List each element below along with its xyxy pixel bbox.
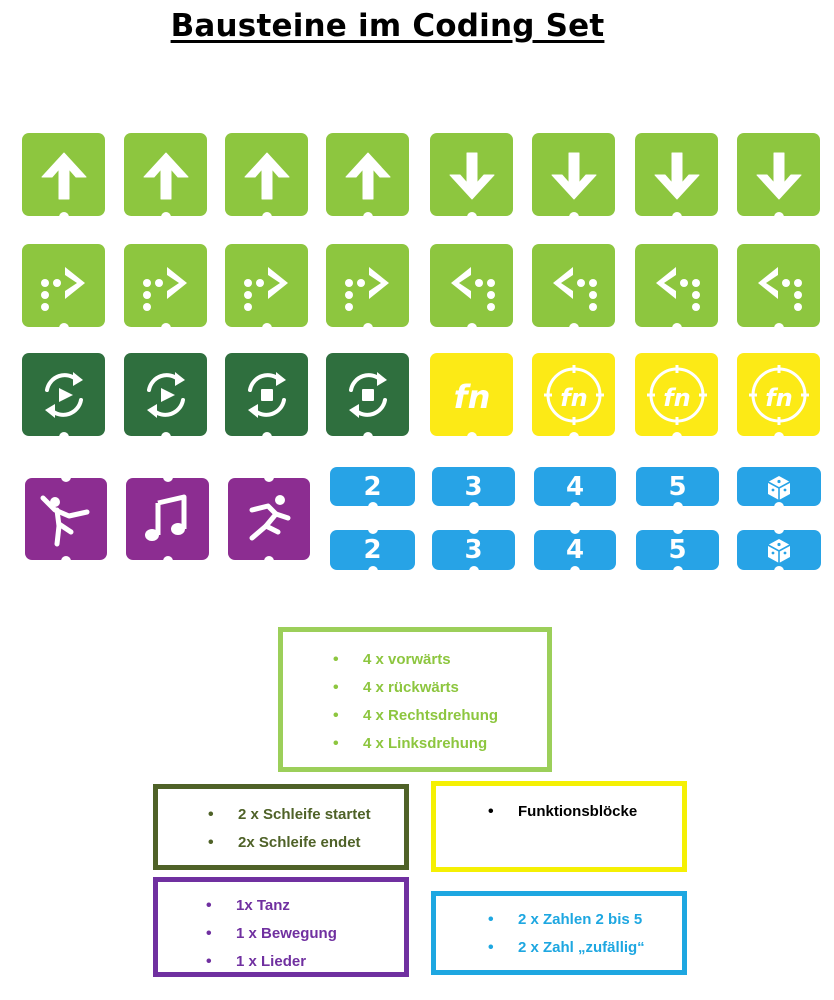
arrow-down-icon — [551, 152, 596, 199]
number-tile-3: 3 — [432, 467, 515, 508]
legend-item: 4 x Linksdrehung — [333, 730, 498, 758]
runner-icon — [249, 495, 291, 541]
arrow-up-icon — [345, 152, 390, 199]
function-icon: fn — [646, 364, 707, 425]
loop-end-tile — [326, 353, 409, 438]
legend-yellow-box: Funktionsblöcke — [431, 781, 687, 872]
turn-left-icon — [757, 266, 802, 311]
forward-tile — [326, 133, 409, 218]
loop-start-tile — [22, 353, 105, 438]
turn-right-icon — [40, 266, 85, 311]
move-tile — [228, 476, 310, 562]
forward-tile — [225, 133, 308, 218]
number-tile-2: 2 — [330, 467, 415, 508]
dance-tile — [25, 476, 107, 562]
function-icon: fn — [748, 364, 809, 425]
random-tile — [737, 528, 821, 572]
number-tile-3: 3 — [432, 528, 515, 572]
legend-item: Funktionsblöcke — [488, 798, 637, 826]
function-tile: fn — [430, 353, 513, 438]
legend-item: 1 x Lieder — [206, 948, 337, 976]
music-note-icon — [144, 494, 186, 541]
legend-item: 2x Schleife endet — [208, 829, 371, 857]
arrow-up-icon — [41, 152, 86, 199]
turn-left-tile — [532, 244, 615, 329]
loop-start-icon — [44, 371, 83, 418]
turn-left-tile — [635, 244, 718, 329]
legend-item: 4 x Rechtsdrehung — [333, 702, 498, 730]
turn-left-icon — [655, 266, 700, 311]
turn-right-tile — [326, 244, 409, 329]
music-tile — [126, 476, 209, 562]
svg-text:fn: fn — [453, 378, 490, 416]
loop-start-tile — [124, 353, 207, 438]
legend-item: 4 x rückwärts — [333, 674, 498, 702]
dice-icon — [767, 539, 791, 563]
legend-blue-box: 2 x Zahlen 2 bis 5 2 x Zahl „zufällig“ — [431, 891, 687, 975]
legend-dark-green-box: 2 x Schleife startet 2x Schleife endet — [153, 784, 409, 870]
function-tile: fn — [532, 353, 615, 438]
number-tile-4: 4 — [534, 467, 616, 508]
function-tile: fn — [737, 353, 820, 438]
number-tile-5: 5 — [636, 528, 719, 572]
legend-item: 1 x Bewegung — [206, 920, 337, 948]
legend-item: 2 x Zahlen 2 bis 5 — [488, 906, 645, 934]
forward-tile — [22, 133, 105, 218]
turn-right-tile — [124, 244, 207, 329]
turn-right-tile — [225, 244, 308, 329]
turn-right-icon — [142, 266, 187, 311]
legend-purple-box: 1x Tanz 1 x Bewegung 1 x Lieder — [153, 877, 409, 977]
forward-tile — [124, 133, 207, 218]
page-title: Bausteine im Coding Set — [170, 8, 605, 44]
random-tile — [737, 467, 821, 508]
dancer-icon — [40, 495, 90, 547]
turn-left-tile — [430, 244, 513, 329]
turn-left-tile — [737, 244, 820, 329]
number-tile-5: 5 — [636, 467, 719, 508]
svg-text:fn: fn — [560, 384, 588, 412]
loop-end-icon — [348, 371, 387, 418]
legend-item: 4 x vorwärts — [333, 646, 498, 674]
svg-text:fn: fn — [765, 384, 793, 412]
turn-right-icon — [243, 266, 288, 311]
number-tile-2: 2 — [330, 528, 415, 572]
backward-tile — [532, 133, 615, 218]
turn-left-icon — [552, 266, 597, 311]
loop-end-icon — [247, 371, 286, 418]
turn-right-icon — [344, 266, 389, 311]
legend-item: 2 x Zahl „zufällig“ — [488, 934, 645, 962]
loop-end-tile — [225, 353, 308, 438]
arrow-down-icon — [449, 152, 494, 199]
number-tile-4: 4 — [534, 528, 616, 572]
arrow-down-icon — [654, 152, 699, 199]
backward-tile — [430, 133, 513, 218]
legend-item: 1x Tanz — [206, 892, 337, 920]
loop-start-icon — [146, 371, 185, 418]
legend-green-box: 4 x vorwärts 4 x rückwärts 4 x Rechtsdre… — [278, 627, 552, 772]
legend-item: 2 x Schleife startet — [208, 801, 370, 829]
arrow-up-icon — [244, 152, 289, 199]
function-icon: fn — [543, 364, 604, 425]
arrow-up-icon — [143, 152, 188, 199]
turn-left-icon — [450, 266, 495, 311]
backward-tile — [635, 133, 718, 218]
arrow-down-icon — [756, 152, 801, 199]
function-tile: fn — [635, 353, 718, 438]
turn-right-tile — [22, 244, 105, 329]
backward-tile — [737, 133, 820, 218]
dice-icon — [767, 475, 791, 500]
svg-text:fn: fn — [663, 384, 691, 412]
function-icon: fn — [453, 378, 490, 416]
